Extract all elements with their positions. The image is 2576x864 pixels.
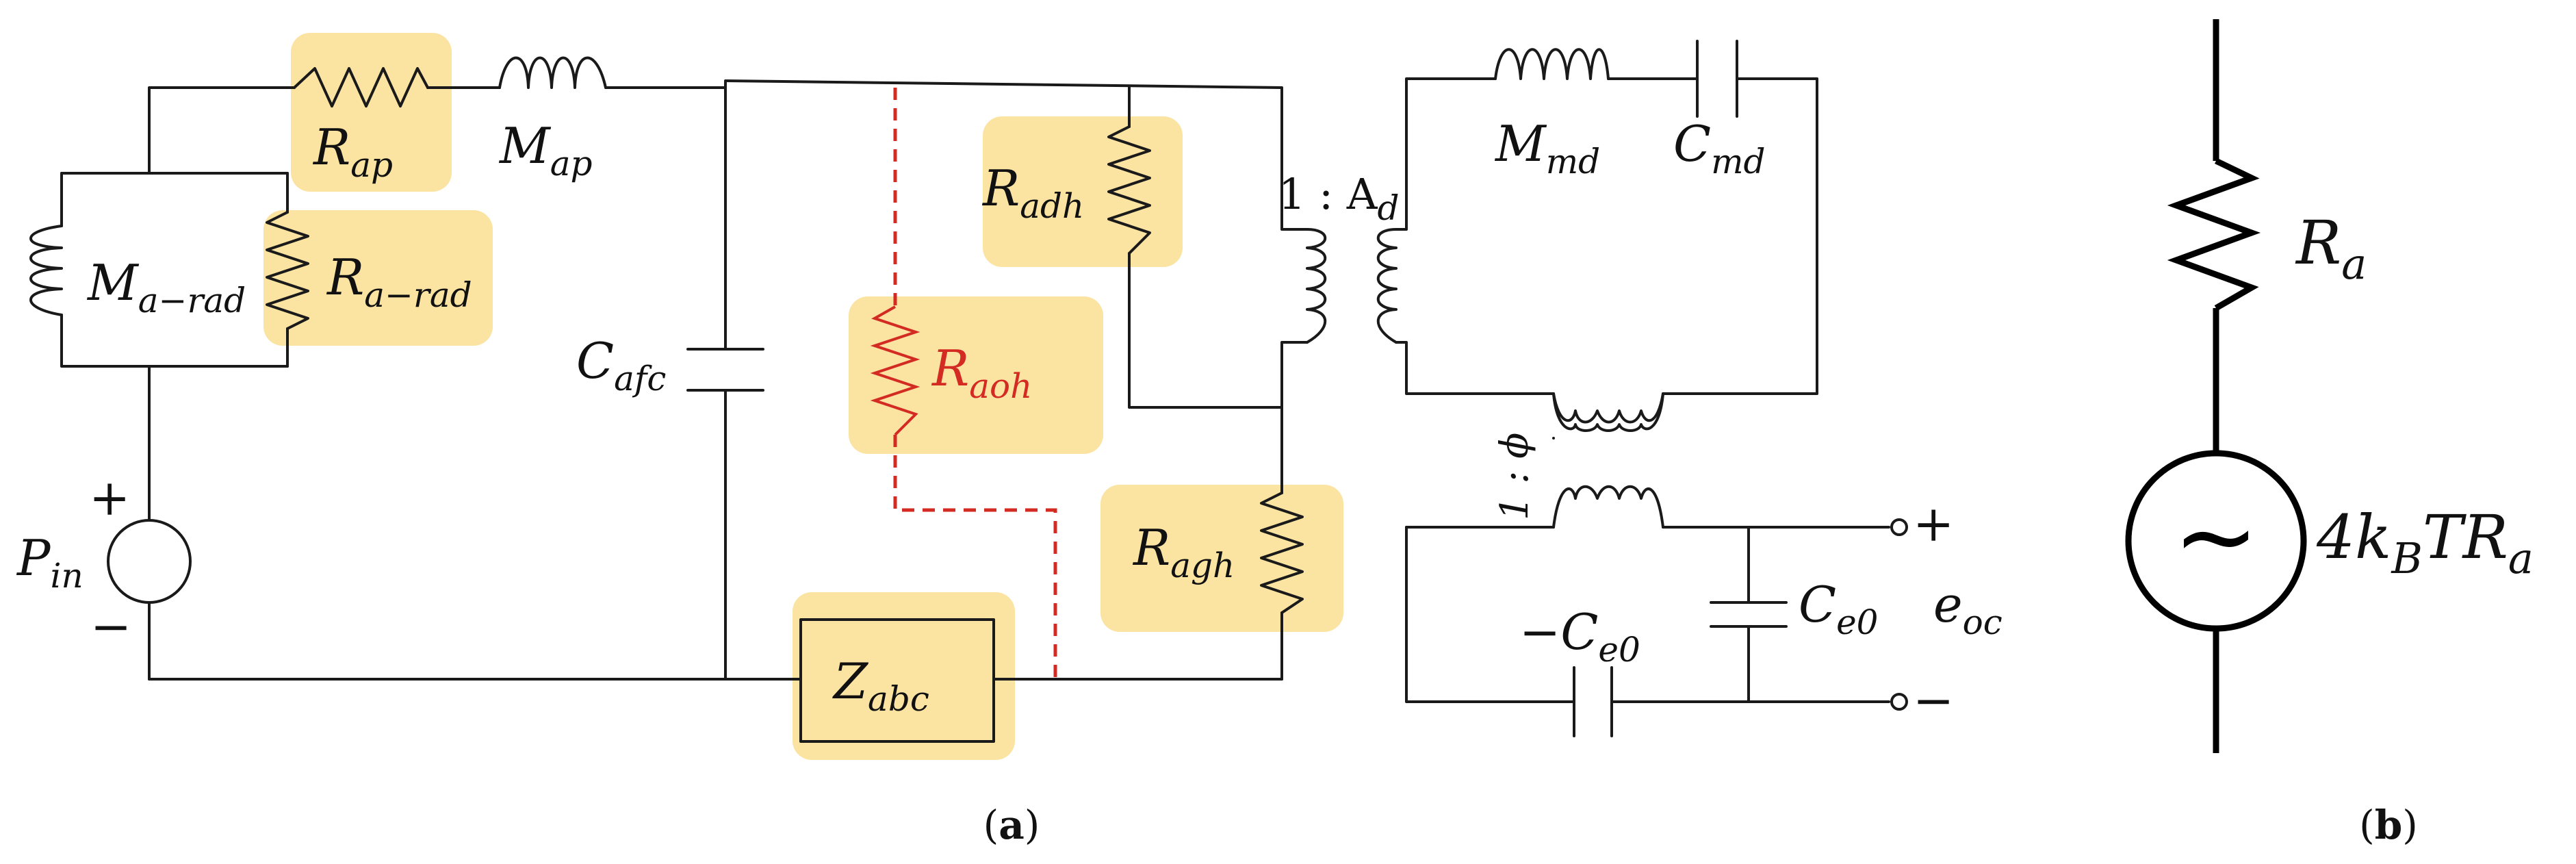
capacitor-ce0 — [1710, 601, 1788, 628]
label-ratio-phi: 1 : ϕ — [1493, 433, 1537, 520]
resistor-rap — [293, 67, 429, 107]
terminal-plus — [1890, 518, 1908, 536]
inductor-marad — [29, 225, 63, 316]
transformer-phi — [1552, 392, 1664, 529]
label-cmd: Cmd — [1673, 115, 1766, 181]
label-pin: Pin — [16, 529, 83, 596]
capacitor-nce0 — [1573, 666, 1613, 737]
label-rap: Rap — [312, 118, 393, 185]
highlight-boxes — [263, 33, 1343, 760]
label-ragh: Ragh — [1132, 519, 1235, 585]
label-plus-out: + — [1913, 495, 1954, 552]
highlight-rap — [291, 33, 452, 192]
label-eoc: eoc — [1933, 576, 2002, 642]
label-noise: 4kBTRa — [2316, 502, 2534, 583]
resistor-radh — [1107, 125, 1151, 255]
resistor-ra — [2167, 157, 2261, 311]
label-map: Map — [498, 117, 593, 183]
source-pin — [107, 519, 192, 604]
highlight-raoh — [849, 296, 1103, 454]
highlight-zabc — [793, 592, 1015, 760]
label-ra: Ra — [2295, 207, 2367, 289]
label-nce0: −Ce0 — [1519, 603, 1640, 670]
impedance-zabc — [799, 618, 995, 743]
labels: Rap Map Ma−rad Ra−rad Cafc Raoh Radh Rag… — [16, 115, 2534, 729]
inductor-mmd — [1494, 48, 1610, 80]
resistor-raoh — [870, 305, 920, 436]
label-rarad: Ra−rad — [326, 249, 472, 315]
label-mmd: Mmd — [1494, 115, 1600, 181]
resistor-rarad — [266, 211, 309, 330]
label-cafc: Cafc — [576, 332, 666, 398]
caption-a: (a) — [983, 802, 1040, 848]
transformer-ad — [1306, 228, 1398, 344]
captions: (a) (b) — [983, 802, 2418, 848]
highlight-ragh — [1100, 485, 1343, 632]
capacitor-cmd — [1696, 40, 1738, 118]
label-raoh: Raoh — [931, 340, 1032, 406]
label-minus-src: − — [90, 598, 131, 655]
capacitor-cafc — [686, 348, 764, 392]
label-plus-src: + — [89, 469, 130, 526]
label-tilde: ~ — [2173, 477, 2259, 596]
wires — [60, 77, 1890, 703]
inductor-map — [498, 56, 607, 89]
red-dashed-path — [893, 88, 1057, 679]
label-ratio-ad: 1 : Ad — [1278, 169, 1400, 228]
highlight-rarad — [263, 210, 493, 346]
resistor-ragh — [1260, 492, 1304, 614]
highlight-radh — [983, 116, 1183, 267]
terminal-minus — [1890, 693, 1908, 711]
panel-b-circuit — [2125, 19, 2307, 753]
label-marad: Ma−rad — [86, 254, 246, 320]
label-ce0: Ce0 — [1799, 576, 1879, 642]
label-minus-out: − — [1913, 672, 1954, 729]
label-radh: Radh — [981, 160, 1084, 226]
caption-b: (b) — [2359, 802, 2418, 848]
label-zabc: Zabc — [832, 652, 929, 719]
